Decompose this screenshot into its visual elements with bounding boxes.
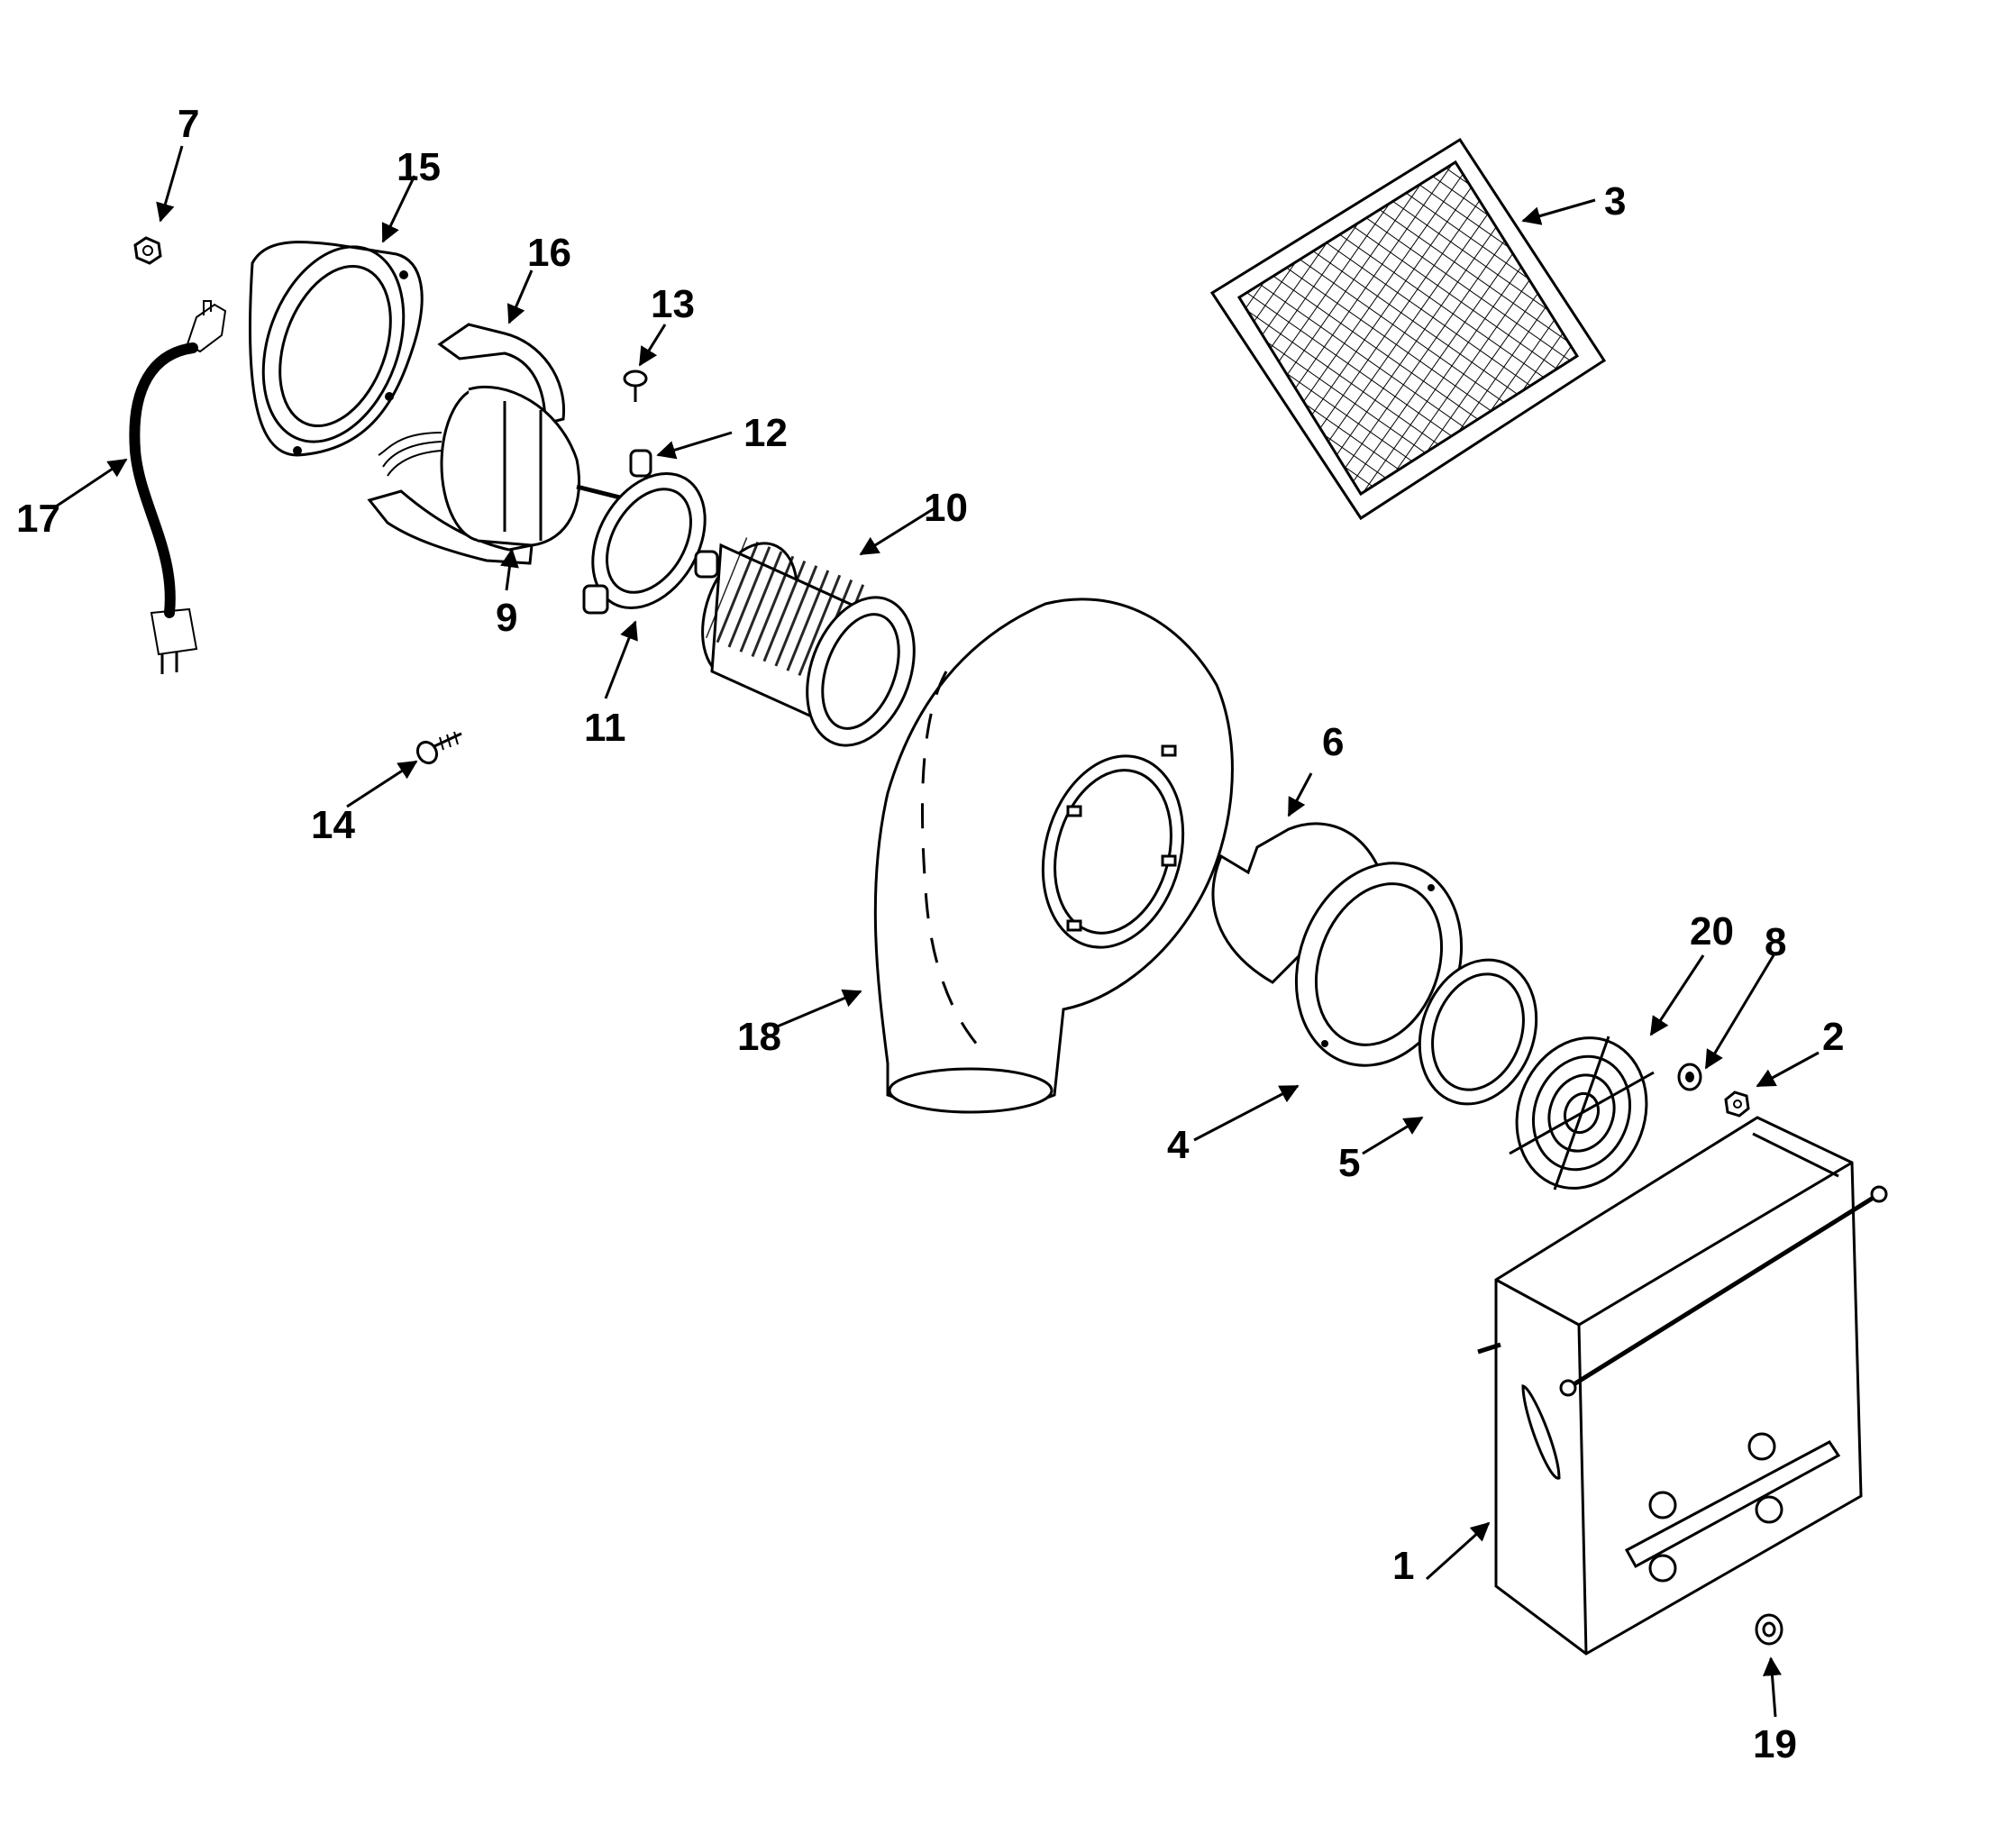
- motor-bracket-part: [582, 449, 719, 615]
- motor-mount-plate-part: [248, 241, 424, 457]
- callout-17: 17: [16, 497, 60, 541]
- leader-9: [500, 548, 519, 591]
- leader-12: [656, 431, 733, 460]
- grommet-part: [1755, 1613, 1783, 1646]
- callout-8: 8: [1765, 920, 1786, 964]
- leader-4: [1193, 1084, 1300, 1142]
- leader-1: [1425, 1521, 1491, 1581]
- blower-housing-part: [873, 598, 1234, 1114]
- blower-motor-part: [378, 385, 632, 547]
- leader-16: [506, 269, 534, 324]
- leader-5: [1362, 1116, 1424, 1155]
- leader-18: [774, 989, 862, 1029]
- enclosure-box-part: [1477, 1116, 1888, 1656]
- callout-15: 15: [397, 145, 441, 189]
- flange-ring-part: [1294, 862, 1464, 1067]
- callout-13: 13: [651, 282, 695, 326]
- leader-3: [1521, 198, 1596, 225]
- callout-20: 20: [1690, 909, 1734, 954]
- callout-9: 9: [496, 596, 517, 640]
- callout-12: 12: [743, 411, 788, 455]
- callout-16: 16: [527, 231, 571, 275]
- callout-4: 4: [1167, 1123, 1190, 1167]
- leader-6: [1287, 772, 1313, 817]
- callout-1: 1: [1392, 1544, 1414, 1588]
- leader-20: [1649, 954, 1705, 1036]
- callout-10: 10: [924, 486, 968, 530]
- callout-18: 18: [737, 1015, 781, 1059]
- callout-11: 11: [584, 706, 626, 750]
- callout-7: 7: [178, 102, 199, 146]
- leader-line-group: [55, 145, 1820, 1718]
- leader-7: [156, 145, 184, 223]
- damper-ring-part: [1418, 958, 1538, 1106]
- nut-part: [133, 236, 162, 265]
- leader-11: [604, 620, 638, 699]
- leader-15: [381, 175, 416, 243]
- leader-17: [55, 458, 128, 508]
- callout-14: 14: [311, 803, 355, 847]
- callout-19: 19: [1753, 1722, 1797, 1766]
- washer-part: [1677, 1063, 1702, 1091]
- callout-2: 2: [1822, 1015, 1844, 1059]
- leader-13: [638, 324, 667, 367]
- callout-6: 6: [1322, 720, 1344, 764]
- callout-labels: 1 2 3 4 5 6 7 8 9 10 11 12 13 14 15 16 1…: [16, 102, 1844, 1766]
- callout-3: 3: [1604, 179, 1626, 224]
- nut-small-part: [1724, 1090, 1750, 1118]
- leader-19: [1763, 1656, 1782, 1718]
- screw-small-part: [623, 370, 648, 402]
- leader-8: [1704, 954, 1775, 1070]
- callout-5: 5: [1338, 1141, 1360, 1185]
- leader-14: [346, 760, 418, 808]
- power-cord-part: [129, 300, 227, 674]
- clip-part: [367, 323, 566, 565]
- fan-guard-part: [1509, 1036, 1655, 1191]
- blower-wheel-part: [701, 537, 916, 747]
- screw-long-part: [415, 731, 462, 765]
- grease-filter-part: [1209, 137, 1607, 521]
- leader-2: [1756, 1051, 1820, 1088]
- leader-10: [859, 505, 938, 556]
